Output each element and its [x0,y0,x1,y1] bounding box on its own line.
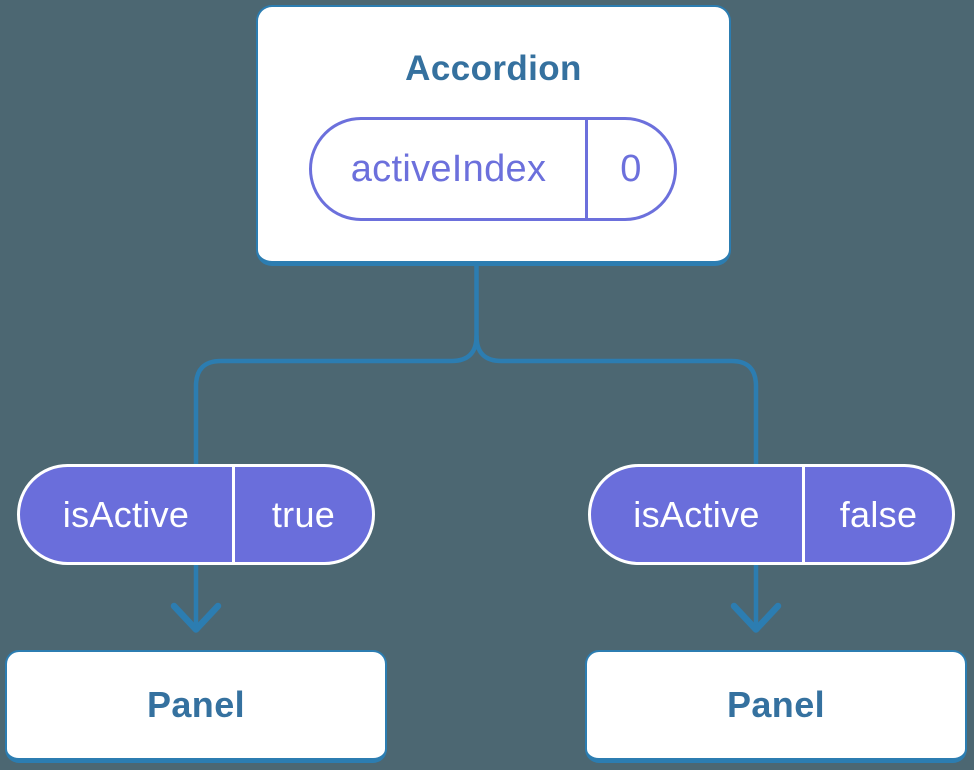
prop-value-label: true [271,493,336,535]
panel-node-card-left: Panel [5,650,387,763]
prop-pill-isactive-true: isActive true [17,464,375,565]
prop-name-label: isActive [20,467,235,562]
prop-pill-isactive-false: isActive false [588,464,955,565]
state-name-label: activeIndex [312,120,588,218]
prop-value-label: false [839,493,918,535]
panel-node-card-right: Panel [585,650,967,763]
connector-line-left [193,260,479,632]
accordion-node-card: Accordion activeIndex 0 [256,5,731,266]
prop-name-label: isActive [591,467,805,562]
state-pill-activeindex: activeIndex 0 [309,117,677,221]
arrow-down-icon [170,602,222,633]
connector-line-right [474,333,759,632]
state-value-label: 0 [620,147,642,190]
accordion-node-title: Accordion [405,49,582,88]
arrow-down-icon [730,602,782,633]
